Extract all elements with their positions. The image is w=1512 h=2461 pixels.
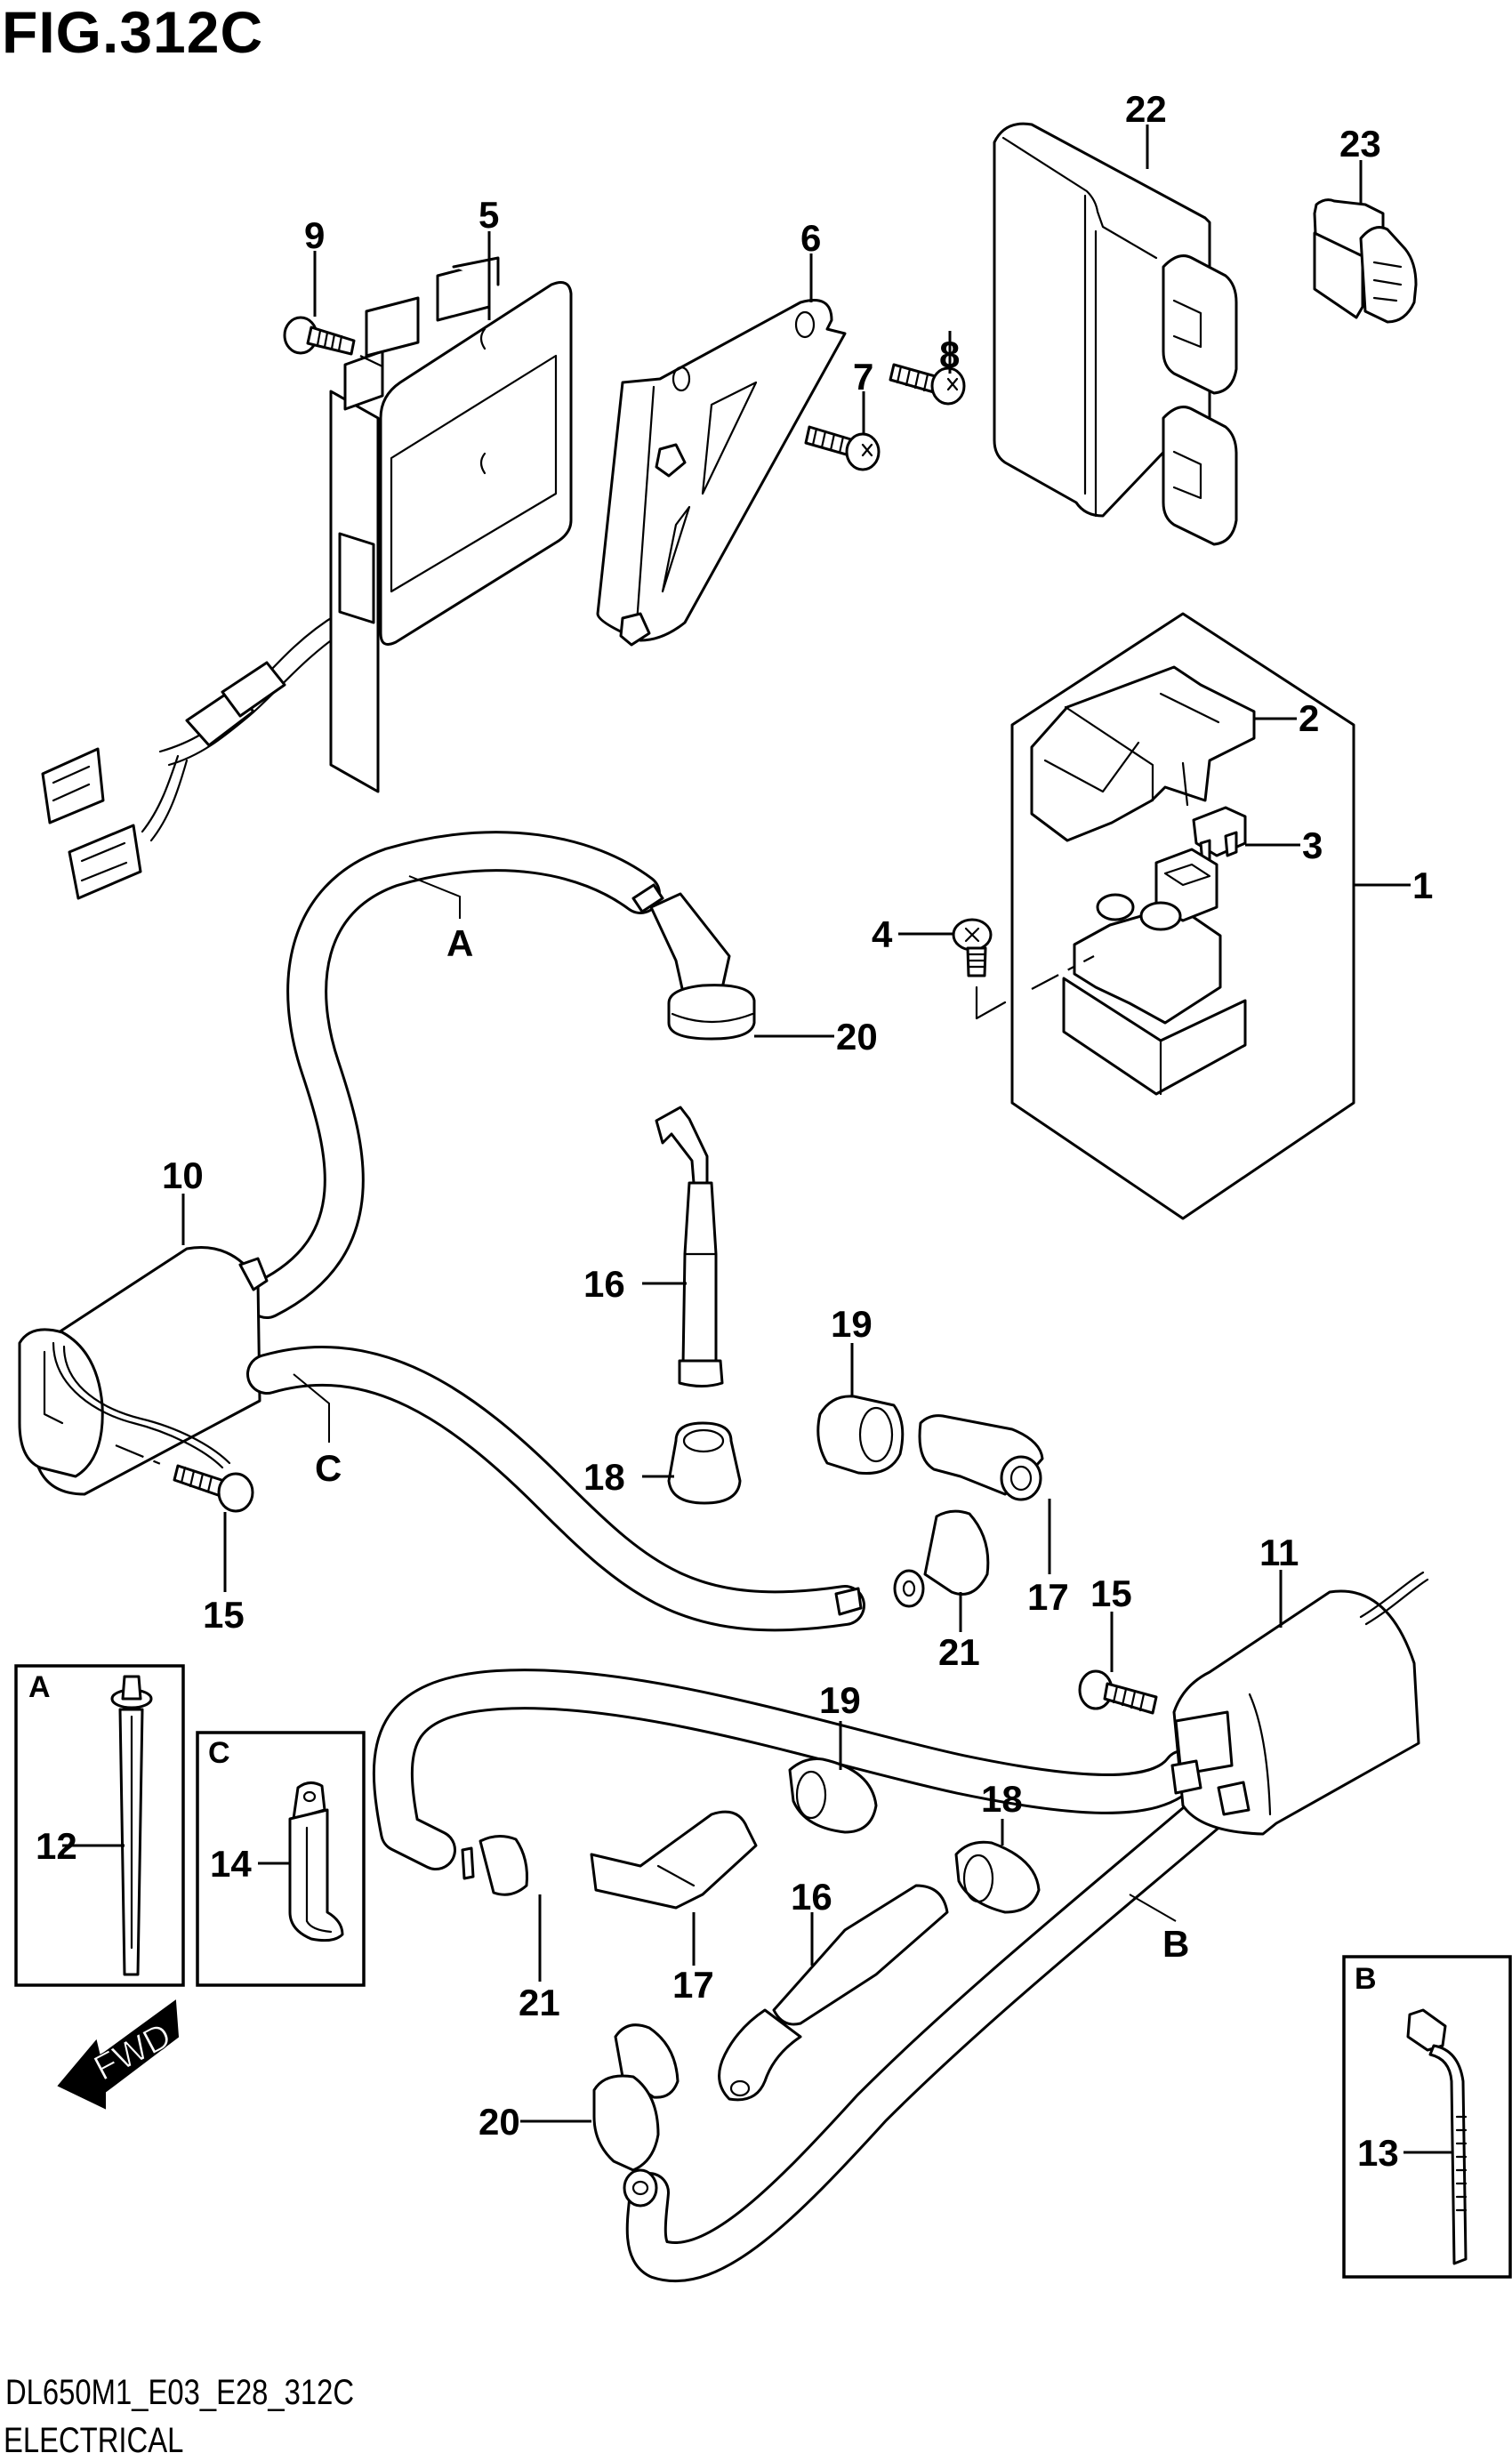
bolt-8[interactable]	[889, 363, 966, 406]
callout-11: 11	[1259, 1532, 1299, 1573]
plug-cap-17-lower[interactable]	[590, 1810, 758, 1910]
marker-a: A	[446, 922, 473, 964]
callout-18-lower: 18	[981, 1778, 1023, 1820]
callout-12: 12	[36, 1825, 77, 1867]
bolt-15-rear[interactable]	[1078, 1669, 1158, 1715]
callout-13: 13	[1357, 2132, 1399, 2174]
seal-19-upper[interactable]	[816, 1395, 905, 1476]
bolt-7[interactable]	[804, 425, 881, 471]
fuse[interactable]	[1192, 806, 1247, 865]
seal-18-upper[interactable]	[667, 1421, 742, 1505]
screw-4[interactable]	[952, 918, 1095, 1020]
grommet-21-lower[interactable]	[461, 1835, 528, 1896]
relay-cover[interactable]	[1030, 665, 1256, 842]
callout-21-upper: 21	[938, 1631, 980, 1673]
callout-19-lower: 19	[819, 1679, 861, 1721]
callout-5: 5	[479, 194, 499, 236]
fwd-label: FWD	[88, 2015, 178, 2088]
bolt-15-front[interactable]	[115, 1444, 254, 1513]
callout-18-upper: 18	[583, 1456, 625, 1498]
callout-22: 22	[1125, 88, 1167, 130]
callout-labels: 1 2 3 4 5 6 7 8 9 10 11 12 13 14 15 15 1…	[36, 88, 1433, 2174]
connector-23[interactable]	[1313, 198, 1418, 324]
seal-18-lower[interactable]	[954, 1840, 1041, 1914]
callout-16-lower: 16	[791, 1876, 832, 1918]
callout-14: 14	[210, 1843, 252, 1885]
callout-17-lower: 17	[672, 1964, 714, 2006]
inset-c-letter: C	[208, 1736, 230, 1770]
figure-title: FIG.312C	[2, 0, 264, 65]
inset-a: A	[14, 1664, 185, 1987]
plug-cap-16-lower[interactable]	[718, 1884, 949, 2102]
clamp-13[interactable]	[1406, 2008, 1468, 2265]
callout-20-lower: 20	[479, 2101, 520, 2143]
bracket[interactable]	[596, 299, 847, 647]
callout-3: 3	[1302, 824, 1323, 866]
callout-19-upper: 19	[831, 1303, 873, 1345]
inset-b-letter: B	[1355, 1962, 1377, 1996]
callout-10: 10	[162, 1154, 204, 1196]
callout-2: 2	[1299, 697, 1319, 739]
regulator-rectifier[interactable]	[41, 256, 573, 900]
callout-15-front: 15	[203, 1594, 245, 1636]
callout-9: 9	[304, 214, 325, 256]
marker-c: C	[315, 1447, 342, 1489]
inset-c: C	[196, 1731, 366, 1987]
plug-cap-17-upper[interactable]	[918, 1414, 1044, 1501]
callout-7: 7	[853, 356, 873, 398]
callout-23: 23	[1339, 123, 1381, 165]
ecm[interactable]	[993, 122, 1238, 546]
clamp-12[interactable]	[110, 1675, 153, 1976]
high-tension-cord-a	[246, 831, 661, 1319]
marker-b: B	[1162, 1923, 1189, 1965]
leader-lines	[62, 125, 1452, 2154]
callout-1: 1	[1412, 865, 1433, 906]
inset-b: B	[1342, 1955, 1512, 2279]
inset-a-letter: A	[28, 1670, 51, 1704]
clamp-14[interactable]	[288, 1781, 344, 1942]
bolt-9[interactable]	[283, 316, 383, 367]
callout-20-upper: 20	[836, 1016, 878, 1058]
starter-relay-assembly[interactable]	[1010, 612, 1355, 1220]
callout-8: 8	[939, 334, 960, 375]
model-code: DL650M1_E03_E28_312C	[5, 2373, 355, 2412]
seal-19-lower[interactable]	[788, 1757, 878, 1834]
section-title: ELECTRICAL	[4, 2421, 184, 2460]
plug-cap-20-lower[interactable]	[592, 2023, 680, 2208]
plug-cap-20-upper[interactable]	[631, 883, 756, 1041]
callout-4: 4	[872, 913, 893, 955]
callout-6: 6	[800, 217, 821, 259]
callout-17-upper: 17	[1027, 1576, 1069, 1618]
grommet-21-upper[interactable]	[893, 1509, 990, 1608]
forward-direction-arrow: FWD	[57, 1999, 180, 2110]
callout-15-rear: 15	[1090, 1572, 1132, 1614]
callout-21-lower: 21	[519, 1982, 560, 2023]
ignition-coil-rear[interactable]	[372, 1571, 1429, 2283]
plug-cap-16-upper[interactable]	[655, 1106, 724, 1387]
callout-16-upper: 16	[583, 1263, 625, 1305]
ignition-coil-front[interactable]	[18, 1246, 865, 1632]
